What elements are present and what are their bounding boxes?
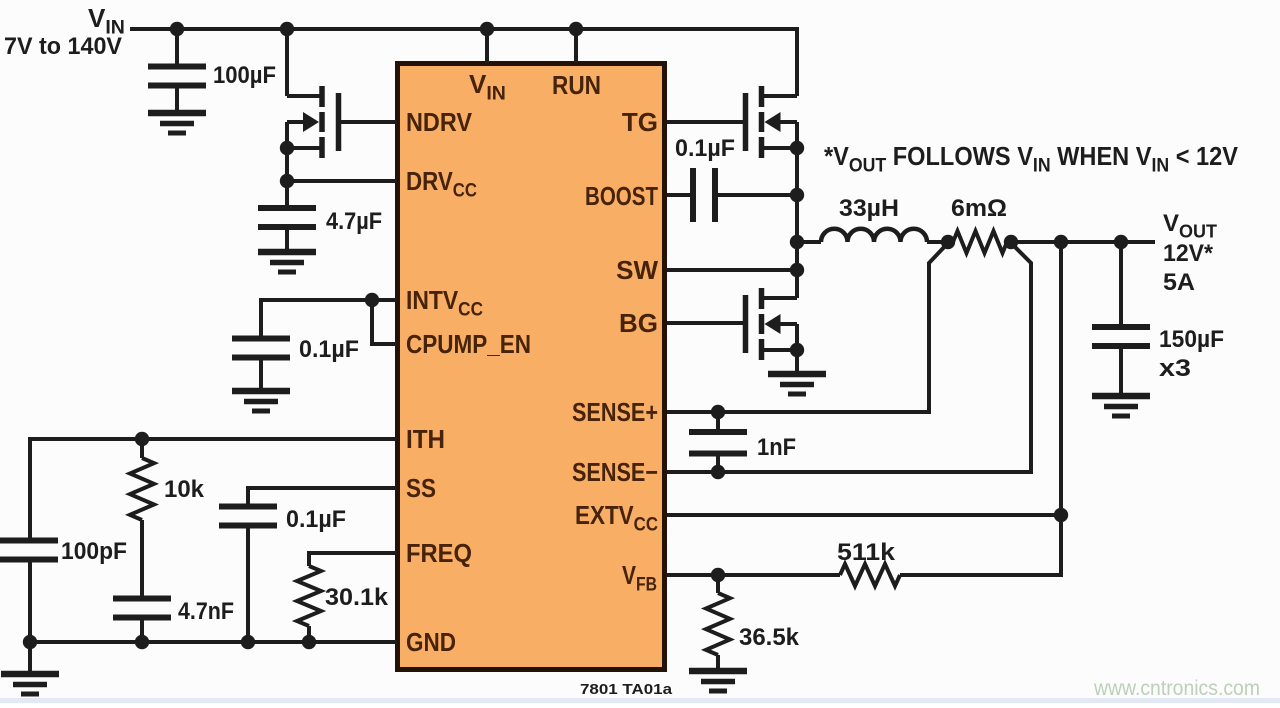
- svg-text:FREQ: FREQ: [406, 538, 472, 568]
- svg-text:BOOST: BOOST: [585, 181, 658, 211]
- svg-text:SS: SS: [406, 473, 436, 503]
- svg-text:SENSE−: SENSE−: [572, 457, 658, 487]
- svg-text:BG: BG: [619, 308, 658, 338]
- svg-text:0.1µF: 0.1µF: [299, 336, 359, 363]
- svg-text:100pF: 100pF: [61, 538, 127, 565]
- svg-text:12V*: 12V*: [1163, 240, 1214, 267]
- svg-text:*VOUT FOLLOWS VIN WHEN VIN < 1: *VOUT FOLLOWS VIN WHEN VIN < 12V: [824, 141, 1239, 177]
- svg-text:6mΩ: 6mΩ: [951, 195, 1007, 222]
- svg-text:4.7µF: 4.7µF: [326, 208, 382, 235]
- svg-text:100µF: 100µF: [213, 62, 276, 89]
- svg-text:www.cntronics.com: www.cntronics.com: [1093, 677, 1260, 700]
- svg-text:0.1µF: 0.1µF: [286, 506, 346, 533]
- svg-text:RUN: RUN: [552, 70, 601, 100]
- svg-text:5A: 5A: [1163, 269, 1195, 296]
- svg-text:SW: SW: [616, 255, 658, 285]
- svg-text:30.1k: 30.1k: [325, 584, 389, 611]
- svg-text:7801 TA01a: 7801 TA01a: [580, 682, 673, 698]
- svg-text:NDRV: NDRV: [406, 107, 473, 137]
- svg-text:0.1µF: 0.1µF: [675, 135, 735, 162]
- svg-text:150µF: 150µF: [1159, 326, 1224, 353]
- svg-text:TG: TG: [622, 107, 658, 137]
- svg-text:511k: 511k: [837, 539, 896, 566]
- svg-text:33µH: 33µH: [839, 195, 899, 222]
- svg-text:1nF: 1nF: [757, 434, 796, 461]
- svg-text:4.7nF: 4.7nF: [178, 598, 234, 625]
- svg-text:GND: GND: [406, 627, 456, 657]
- svg-text:ITH: ITH: [406, 424, 445, 454]
- svg-text:x3: x3: [1159, 355, 1191, 382]
- svg-text:10k: 10k: [164, 476, 205, 503]
- svg-text:36.5k: 36.5k: [739, 624, 800, 651]
- svg-text:7V to 140V: 7V to 140V: [4, 33, 122, 60]
- svg-text:SENSE+: SENSE+: [572, 397, 658, 427]
- svg-text:CPUMP_EN: CPUMP_EN: [406, 329, 531, 359]
